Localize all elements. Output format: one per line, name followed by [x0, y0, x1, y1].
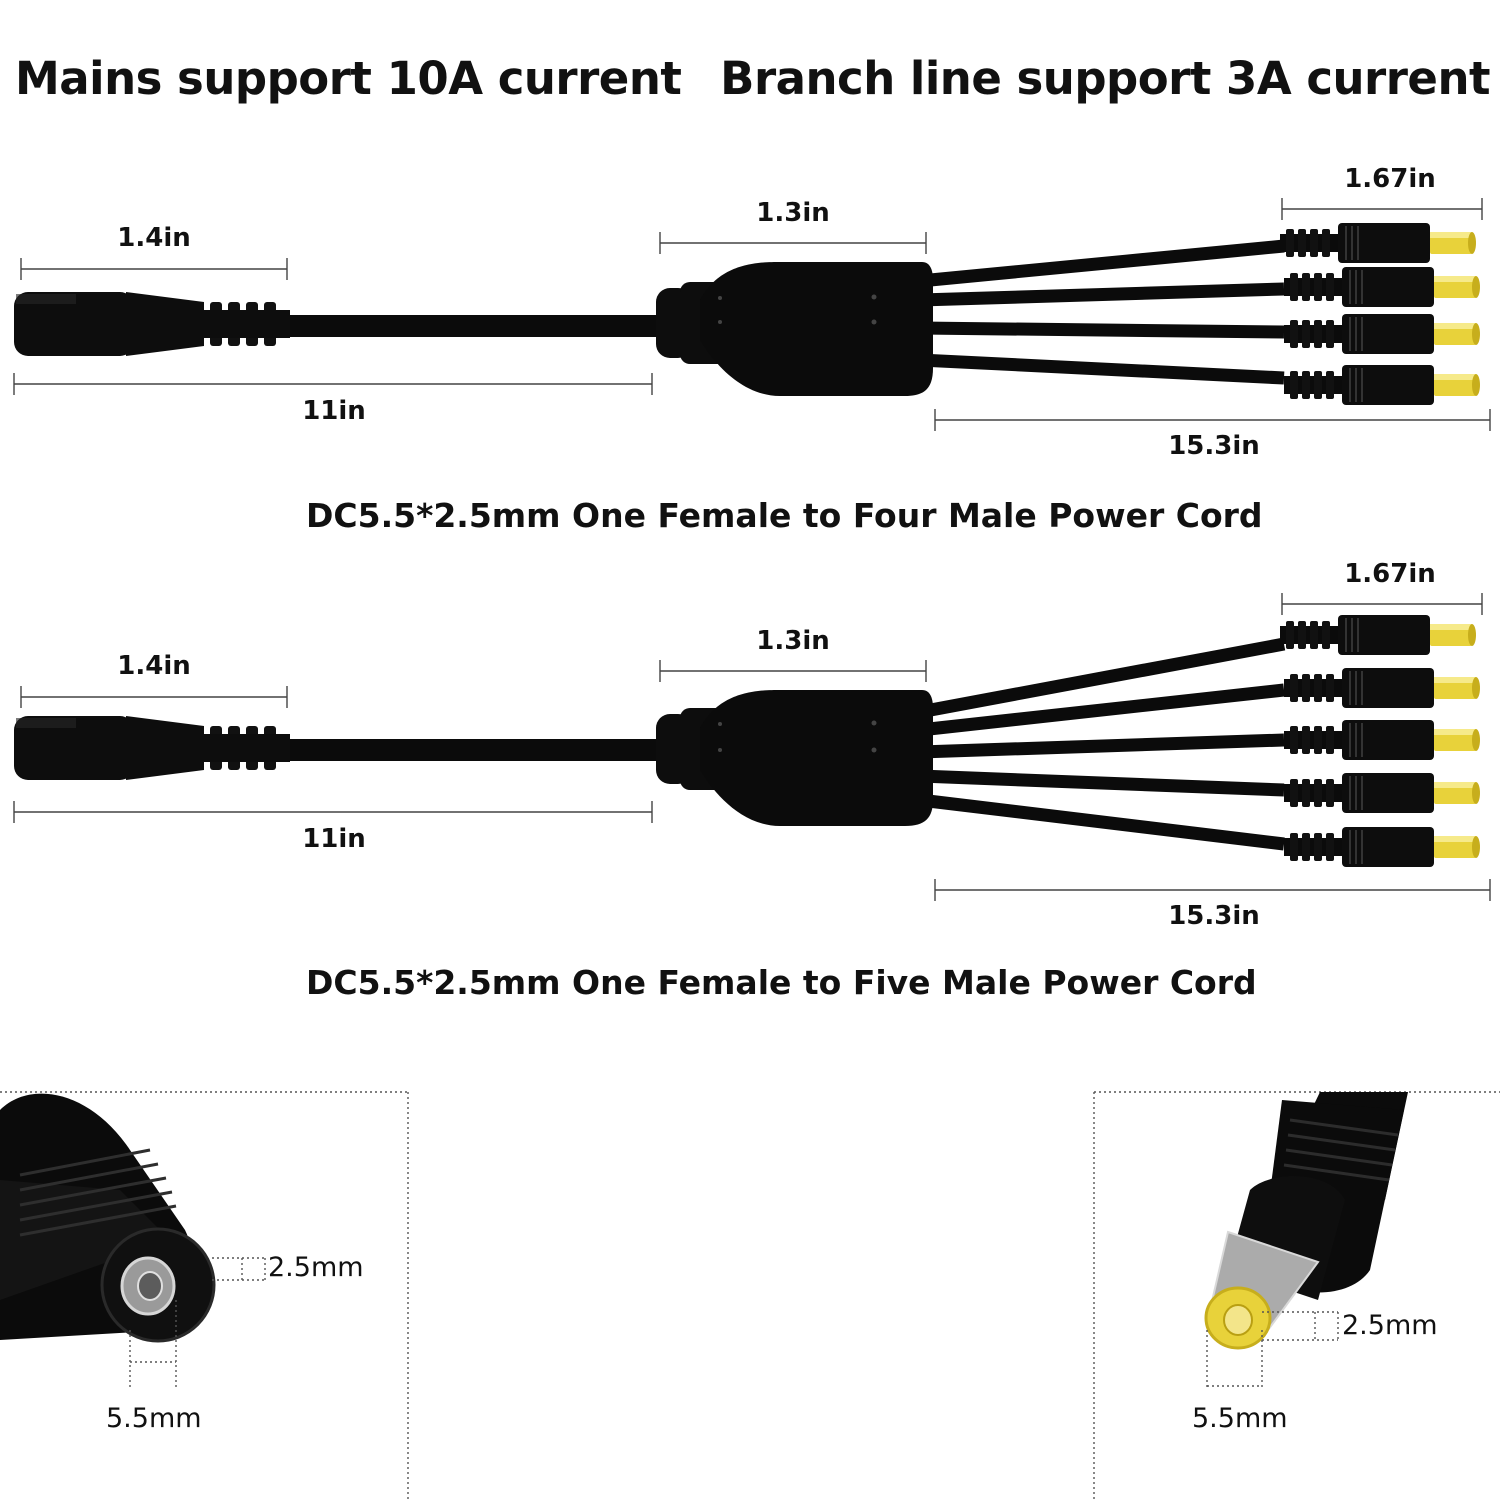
cord1-female-plug-length: 1.4in: [117, 223, 191, 253]
female-inner-diameter: 2.5mm: [268, 1252, 364, 1283]
header-mains-current: Mains support 10A current: [15, 52, 682, 105]
female-detail-drawing: [0, 1091, 409, 1500]
cord2-caption: DC5.5*2.5mm One Female to Five Male Powe…: [306, 963, 1257, 1002]
male-inner-diameter: 2.5mm: [1342, 1310, 1438, 1341]
female-outer-diameter: 5.5mm: [106, 1403, 202, 1434]
cord1-male-plug-length: 1.67in: [1344, 164, 1436, 194]
cord2-branch-cable-length: 15.3in: [1168, 901, 1260, 931]
cord2-male-plug-length: 1.67in: [1344, 559, 1436, 589]
header-branch-current: Branch line support 3A current: [720, 52, 1490, 105]
male-outer-diameter: 5.5mm: [1192, 1403, 1288, 1434]
cord1-splitter-length: 1.3in: [756, 198, 830, 228]
male-detail-drawing: [1093, 1091, 1500, 1500]
cord1-branch-cable-length: 15.3in: [1168, 431, 1260, 461]
cord2-splitter-length: 1.3in: [756, 626, 830, 656]
cord1-caption: DC5.5*2.5mm One Female to Four Male Powe…: [306, 496, 1263, 535]
cord-five-drawing: [13, 593, 1491, 901]
cord2-main-cable-length: 11in: [302, 824, 366, 854]
cord-four-drawing: [13, 198, 1491, 431]
cord2-female-plug-length: 1.4in: [117, 651, 191, 681]
cord1-main-cable-length: 11in: [302, 396, 366, 426]
